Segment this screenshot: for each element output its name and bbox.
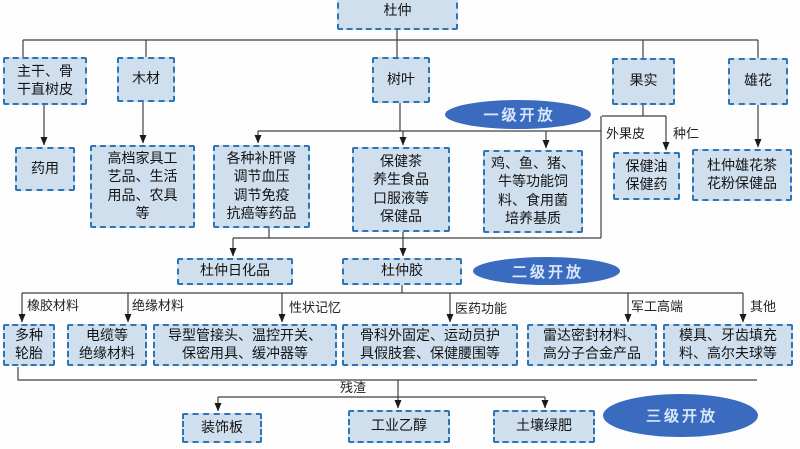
stage-badge-stage-1: 一级开放 xyxy=(445,100,591,129)
edge-label-rubber-material: 橡胶材料 xyxy=(27,299,80,314)
node-male-flower: 雄花 xyxy=(728,58,788,105)
node-label: 果实 xyxy=(629,73,658,90)
node-label: 土壤绿肥 xyxy=(516,418,572,435)
node-root: 杜仲 xyxy=(337,0,458,30)
node-radar-seals: 雷达密封材料、 高分子合金产品 xyxy=(527,324,657,366)
node-label: 木材 xyxy=(132,71,160,88)
node-label: 雷达密封材料、 高分子合金产品 xyxy=(543,327,641,362)
node-label: 保健茶 养生食品 口服液等 保健品 xyxy=(373,153,429,225)
node-pipe-fittings: 导型管接头、温控开关、 保密用具、缓冲器等 xyxy=(153,324,337,366)
node-daily-chemicals: 杜仲日化品 xyxy=(177,258,293,285)
node-soil-manure: 土壤绿肥 xyxy=(493,410,595,443)
stage-badge-stage-3: 三级开放 xyxy=(603,394,758,437)
node-label: 高档家具工 艺品、生活 用品、农具 等 xyxy=(107,150,178,222)
edge-label-residue: 残渣 xyxy=(340,381,367,396)
node-gum: 杜仲胶 xyxy=(342,258,462,285)
node-leaves: 树叶 xyxy=(372,57,430,103)
stage-badge-stage-2: 二级开放 xyxy=(473,257,620,285)
edge-label-other: 其他 xyxy=(750,300,777,315)
node-male-flower-tea: 杜仲雄花茶 花粉保健品 xyxy=(692,149,792,201)
node-functional-feed: 鸡、鱼、猪、 牛等功能饲 料、食用菌 培养基质 xyxy=(483,150,583,233)
node-medicines: 各种补肝肾 调节血压 调节免疫 抗癌等药品 xyxy=(213,145,310,228)
arrow-connectors xyxy=(18,102,762,412)
node-label: 杜仲 xyxy=(383,2,412,19)
stage-label: 三级开放 xyxy=(645,407,718,425)
node-tires: 多种 轮胎 xyxy=(3,324,55,366)
node-label: 工业乙醇 xyxy=(371,418,427,435)
node-orthopedic: 骨科外固定、运动员护 具假肢套、保健腰围等 xyxy=(342,324,518,366)
node-label: 杜仲胶 xyxy=(381,263,423,280)
node-label: 模具、牙齿填充 料、高尔夫球等 xyxy=(679,327,777,362)
node-furniture: 高档家具工 艺品、生活 用品、农具 等 xyxy=(90,145,195,228)
node-molds: 模具、牙齿填充 料、高尔夫球等 xyxy=(663,324,793,366)
node-wood: 木材 xyxy=(117,57,175,102)
node-label: 电缆等 绝缘材料 xyxy=(79,327,135,362)
node-trunk-bark: 主干、骨 干直树皮 xyxy=(3,57,87,105)
node-label: 装饰板 xyxy=(201,419,243,436)
node-health-oil: 保健油 保健药 xyxy=(613,152,680,200)
node-label: 鸡、鱼、猪、 牛等功能饲 料、食用菌 培养基质 xyxy=(491,155,575,227)
node-label: 各种补肝肾 调节血压 调节免疫 抗癌等药品 xyxy=(226,150,297,222)
node-label: 杜仲日化品 xyxy=(200,263,270,280)
node-label: 保健油 保健药 xyxy=(625,158,668,193)
plain-connectors xyxy=(17,30,759,398)
edge-label-shape-memory: 性状记忆 xyxy=(289,301,342,316)
edge-label-military-highend: 军工高端 xyxy=(631,300,684,315)
stage-label: 二级开放 xyxy=(511,262,584,281)
node-label: 多种 轮胎 xyxy=(15,327,43,362)
node-label: 雄花 xyxy=(744,73,772,90)
edge-label-kernel: 种仁 xyxy=(673,127,700,142)
node-fruit: 果实 xyxy=(612,58,675,105)
node-label: 导型管接头、温控开关、 保密用具、缓冲器等 xyxy=(168,327,322,362)
node-label: 主干、骨 干直树皮 xyxy=(17,63,73,98)
edge-label-outer-pericarp: 外果皮 xyxy=(606,127,646,142)
node-industrial-ethanol: 工业乙醇 xyxy=(348,410,450,443)
node-cables: 电缆等 绝缘材料 xyxy=(67,324,147,366)
edge-label-insulation-material: 绝缘材料 xyxy=(132,299,185,314)
node-label: 药用 xyxy=(31,160,59,177)
node-health-tea: 保健茶 养生食品 口服液等 保健品 xyxy=(352,147,450,232)
node-medicinal-use: 药用 xyxy=(15,147,75,191)
stage-label: 一级开放 xyxy=(483,106,556,124)
node-decorative-board: 装饰板 xyxy=(182,413,262,443)
node-label: 杜仲雄花茶 花粉保健品 xyxy=(707,157,777,192)
node-label: 骨科外固定、运动员护 具假肢套、保健腰围等 xyxy=(360,327,500,362)
edge-label-medical-function: 医药功能 xyxy=(455,302,508,317)
node-label: 树叶 xyxy=(387,71,415,88)
